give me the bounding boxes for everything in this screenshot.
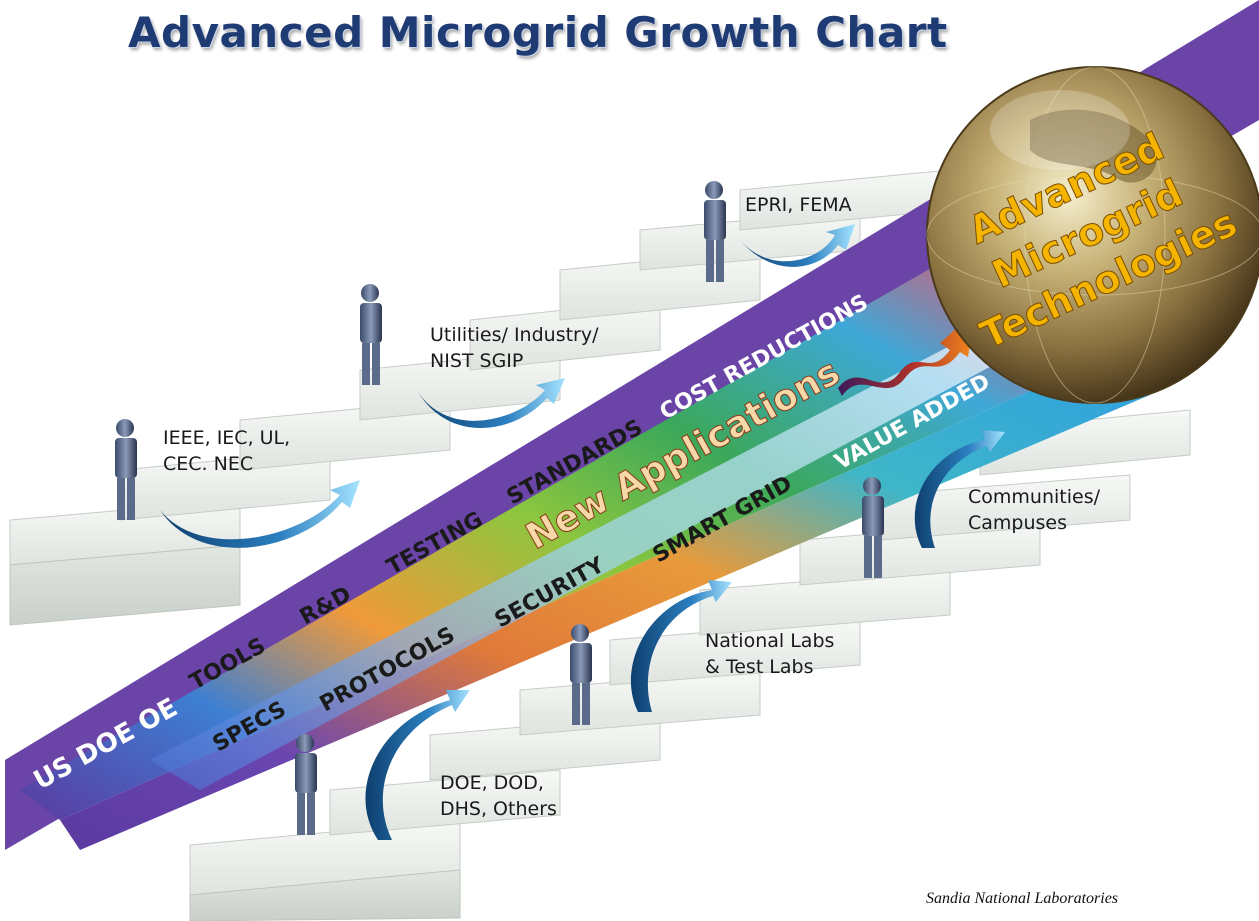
person-icon xyxy=(360,284,382,385)
stakeholder-callout: Utilities/ Industry/ NIST SGIP xyxy=(430,322,599,374)
curved-arrow-icon xyxy=(740,224,855,267)
beam-upper-band xyxy=(20,200,1100,820)
callout-line: Utilities/ Industry/ xyxy=(430,324,599,346)
credit-text: Sandia National Laboratories xyxy=(926,890,1119,907)
callout-line: Campuses xyxy=(968,512,1068,534)
curved-arrow-icon xyxy=(630,580,732,712)
callout-line: DHS, Others xyxy=(440,798,557,820)
curved-arrow-icon xyxy=(914,430,1005,548)
person-icon xyxy=(704,181,726,282)
trend-arrow-icon xyxy=(838,312,975,396)
person-icon xyxy=(862,477,884,578)
curved-arrow-icon xyxy=(418,378,565,429)
upper-staircase xyxy=(9,169,951,626)
callout-line: NIST SGIP xyxy=(430,350,524,372)
callout-line: & Test Labs xyxy=(705,656,814,678)
stakeholder-callout: DOE, DOD, DHS, Others xyxy=(440,770,557,822)
globe-icon xyxy=(926,66,1259,404)
stakeholder-callout: EPRI, FEMA xyxy=(745,192,852,218)
person-icon xyxy=(570,624,592,725)
callout-line: CEC. NEC xyxy=(163,453,254,475)
curved-arrow-icon xyxy=(160,480,360,548)
page-title: Advanced Microgrid Growth Chart xyxy=(128,8,948,57)
callout-line: Communities/ xyxy=(968,486,1100,508)
person-icon xyxy=(295,734,317,835)
stakeholder-callout: Communities/ Campuses xyxy=(968,484,1100,536)
callout-line: EPRI, FEMA xyxy=(745,194,852,216)
beam-light-streak xyxy=(150,320,1040,790)
callout-line: IEEE, IEC, UL, xyxy=(163,427,291,449)
stakeholder-callout: IEEE, IEC, UL, CEC. NEC xyxy=(163,425,290,477)
person-icon xyxy=(115,419,137,520)
callout-line: National Labs xyxy=(705,630,835,652)
curved-arrow-icon xyxy=(365,690,470,840)
stakeholder-callout: National Labs & Test Labs xyxy=(705,628,834,680)
callout-line: DOE, DOD, xyxy=(440,772,544,794)
